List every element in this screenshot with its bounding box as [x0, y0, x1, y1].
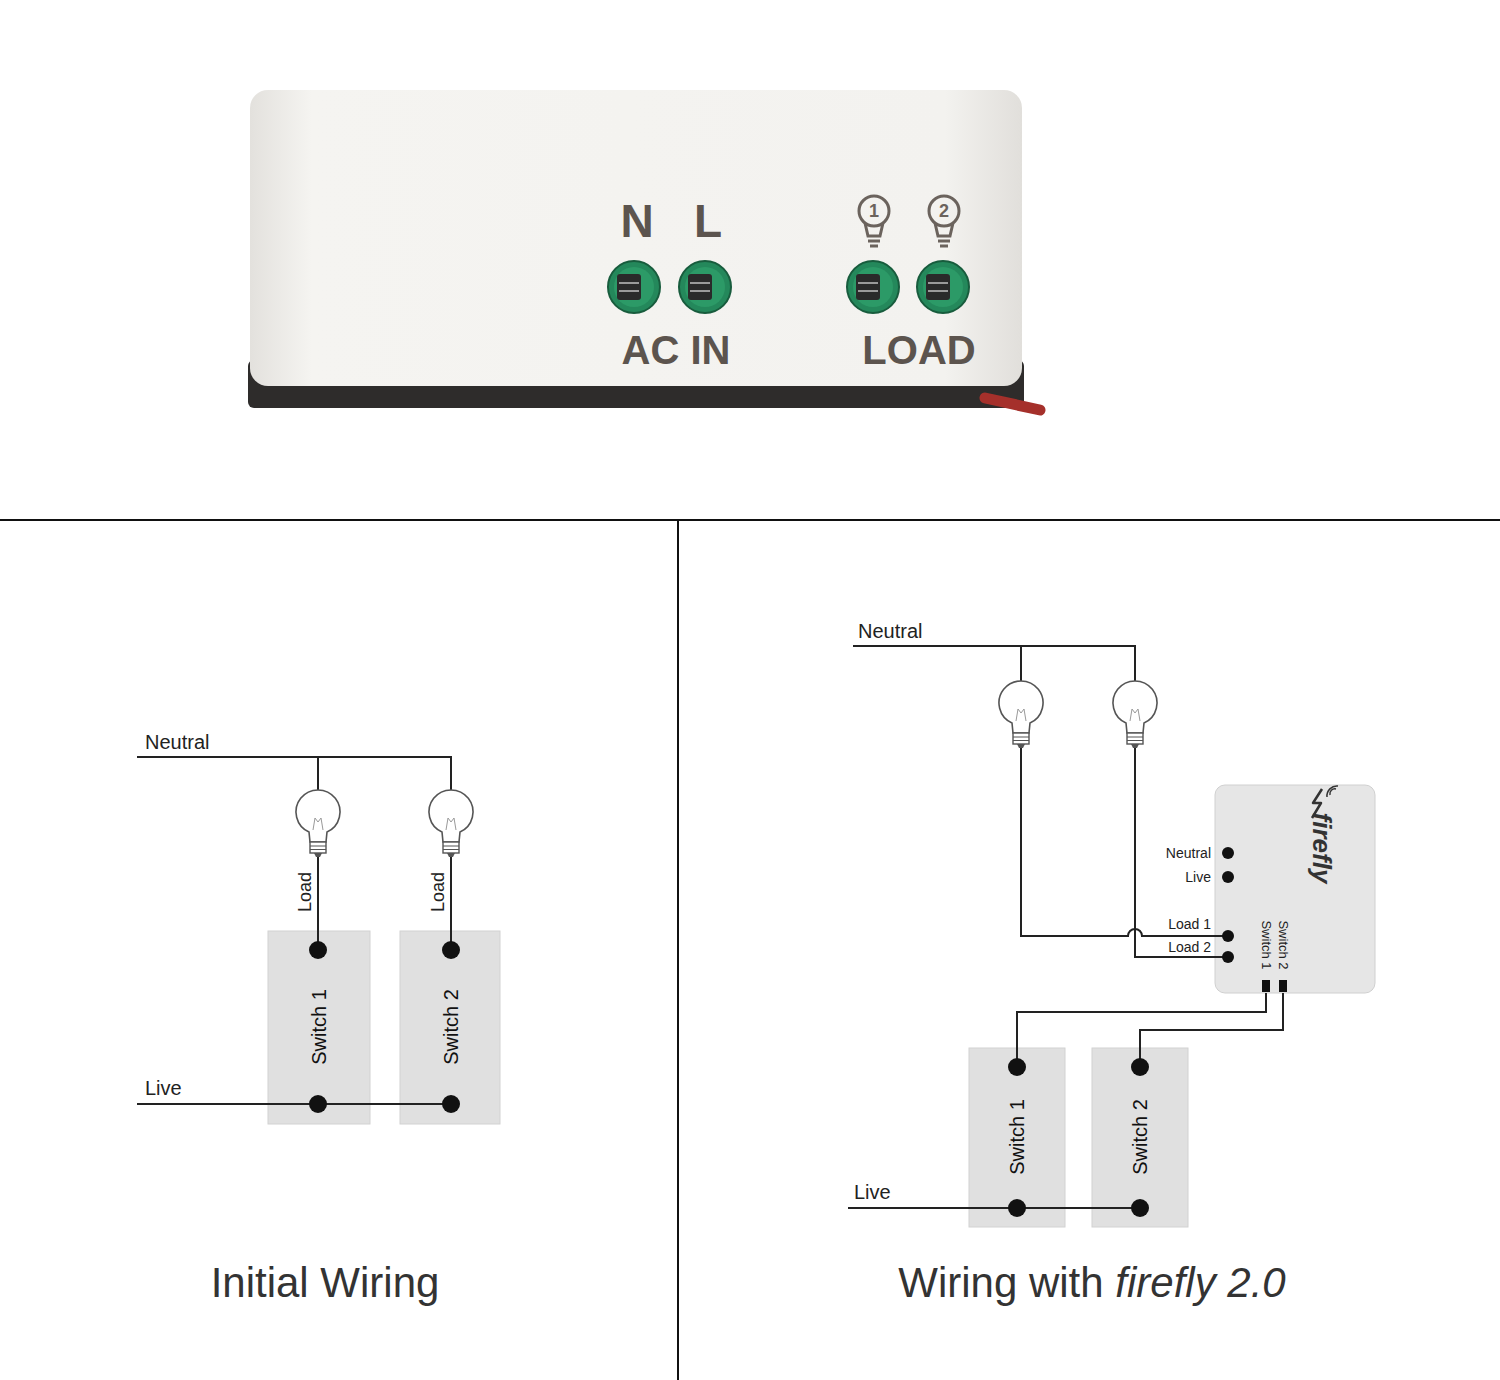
- terminal-letter: N: [620, 198, 653, 244]
- brand-logo: firefly: [1309, 813, 1335, 884]
- switch-box: [268, 931, 370, 1124]
- firefly-wiring: [848, 646, 1375, 1227]
- module-box: [1215, 785, 1375, 993]
- wire-label: Neutral: [858, 621, 922, 641]
- switch-box: [1092, 1048, 1188, 1227]
- switch-wire-stub: [1017, 1048, 1140, 1067]
- wire-label: Load: [429, 872, 447, 912]
- switch-label: Switch 2: [1130, 1099, 1150, 1175]
- panel-caption: Initial Wiring: [211, 1262, 440, 1304]
- live-wire: [137, 1103, 451, 1105]
- divider-line: [0, 519, 1500, 521]
- switch-box: Switch 1: [268, 931, 370, 1124]
- panel-caption: Wiring with firefly 2.0: [898, 1262, 1285, 1304]
- terminal-label: Live: [1185, 870, 1211, 884]
- switch-label: Switch 1: [1007, 1099, 1027, 1175]
- load-number: 2: [939, 202, 949, 220]
- screw-terminal: [608, 261, 660, 313]
- terminal-label: Neutral: [1166, 846, 1211, 860]
- terminal-dot: [309, 941, 327, 959]
- logo-signal: [1327, 786, 1338, 797]
- switch-box: [969, 1048, 1065, 1227]
- switch-box: [400, 931, 500, 1124]
- bulb-symbol: [429, 790, 473, 857]
- divider-line: [677, 520, 679, 1380]
- bulb-icon: [859, 196, 889, 246]
- wire-label: Neutral: [145, 732, 209, 752]
- initial-wiring: [137, 757, 500, 1124]
- switch-label: Switch 1: [309, 989, 329, 1065]
- terminal-dot: [1131, 1058, 1149, 1076]
- terminal-dot: [1222, 951, 1234, 963]
- terminal-dot: [442, 1095, 460, 1113]
- bulb-icon: [859, 196, 889, 226]
- screw-terminal: [847, 261, 899, 313]
- device-photo: [248, 90, 1040, 410]
- neutral-wire: [853, 646, 1135, 681]
- terminal-dot: [1222, 871, 1234, 883]
- terminal-label: Switch 1: [1260, 920, 1273, 969]
- switch-box: Switch 2: [1092, 1048, 1188, 1227]
- terminal-group-label: LOAD: [862, 330, 975, 370]
- bulb-icon: [868, 241, 880, 246]
- switch-label: Switch 2: [441, 989, 461, 1065]
- screw-terminal: [917, 261, 969, 313]
- terminal-label: Switch 2: [1277, 920, 1290, 969]
- load-wire: [1021, 748, 1228, 936]
- wire-connector: [1140, 993, 1283, 1048]
- load-wire: [318, 857, 451, 950]
- bulb-icon: [929, 196, 959, 246]
- bulb-symbol: [999, 681, 1043, 748]
- terminal-label: Load 2: [1168, 940, 1211, 954]
- terminal-label: Load 1: [1168, 917, 1211, 931]
- bulb-icon: [929, 196, 959, 226]
- bulb-symbol: [296, 790, 340, 857]
- terminal-dot: [1222, 847, 1234, 859]
- terminal-dot: [1008, 1199, 1026, 1217]
- terminal-group-label: AC IN: [622, 330, 731, 370]
- neutral-wire: [137, 757, 451, 790]
- switch-box: Switch 1: [969, 1048, 1065, 1227]
- red-wire: [985, 398, 1040, 410]
- terminal-dot: [309, 1095, 327, 1113]
- load-wire: [1135, 748, 1228, 957]
- live-wire: [848, 1207, 1140, 1209]
- wire-label: Live: [145, 1078, 182, 1098]
- load-number: 1: [869, 202, 879, 220]
- switch-terminal: [1262, 980, 1270, 992]
- terminal-letter: L: [694, 198, 722, 244]
- device-body: [250, 90, 1022, 386]
- device-photo-box: NL AC IN LOAD 1 2: [250, 90, 1022, 386]
- switch-box: Switch 2: [400, 931, 500, 1124]
- wire-label: Live: [854, 1182, 891, 1202]
- bulb-symbol: [1113, 681, 1157, 748]
- wire-label: Load: [296, 872, 314, 912]
- terminal-dot: [1131, 1199, 1149, 1217]
- bulb-icon: [935, 223, 953, 236]
- terminal-dot: [442, 941, 460, 959]
- wire-connector: [1017, 993, 1266, 1048]
- terminal-dot: [1008, 1058, 1026, 1076]
- switch-terminal: [1279, 980, 1287, 992]
- bulb-icon: [938, 241, 950, 246]
- screw-terminal: [679, 261, 731, 313]
- terminal-dot: [1222, 930, 1234, 942]
- bulb-icon: [865, 223, 883, 236]
- module-box: fireflyNeutralLiveLoad 1Load 2Switch 2Sw…: [1215, 785, 1375, 993]
